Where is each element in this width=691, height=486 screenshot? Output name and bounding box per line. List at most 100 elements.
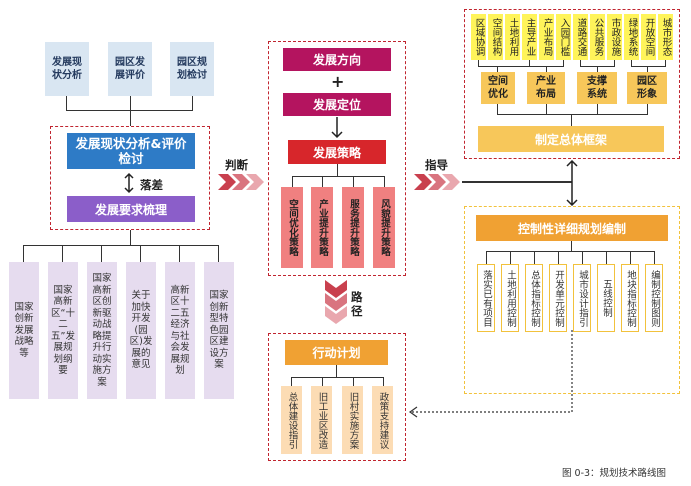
top-box-label: 发展现状分析 xyxy=(52,57,82,81)
detail-item: 编制控制图则 xyxy=(645,264,663,332)
action-box: 行动计划 xyxy=(285,340,388,365)
positioning-box: 发展定位 xyxy=(283,93,391,116)
requirement-box-label: 发展要求梳理 xyxy=(94,202,167,217)
action-item: 旧工业区改造 xyxy=(311,386,332,454)
requirement-box: 发展要求梳理 xyxy=(67,196,195,222)
factor-item-label: 主导产业 xyxy=(524,18,536,56)
source-box: 国家高新区“十二五”发展规划纲要 xyxy=(48,262,78,399)
factor-item: 区域协调 xyxy=(471,14,486,60)
guide-chevron-arrow-icon xyxy=(414,174,462,190)
framework-label: 制定总体框架 xyxy=(534,132,607,147)
positioning-label: 发展定位 xyxy=(312,98,361,112)
source-box: 国家高新区创新驱动战略提升行动实施方案 xyxy=(87,262,117,399)
source-label: 国家高新区“十二五”发展规划纲要 xyxy=(51,284,75,377)
factor-item: 市政设施 xyxy=(607,14,622,60)
detail-item-label: 地块指标控制 xyxy=(625,269,636,327)
strategy-item-label: 产业提升策略 xyxy=(317,199,328,256)
plus-sign: + xyxy=(331,72,345,91)
strategy-item: 风貌提升策略 xyxy=(373,187,395,268)
factor-item: 入园门槛 xyxy=(556,14,571,60)
action-item-label: 旧村实施方案 xyxy=(347,391,359,449)
detailed-plan-box: 控制性详细规划编制 xyxy=(476,215,668,241)
group-box-image: 园区形象 xyxy=(627,72,667,104)
gap-label: 落差 xyxy=(140,178,163,192)
detail-item: 落实已有项目 xyxy=(477,264,495,332)
group-label: 支撑系统 xyxy=(587,76,607,100)
strategy-label: 发展策略 xyxy=(312,145,361,160)
factor-item-label: 绿地系统 xyxy=(626,18,638,56)
detail-item: 五线控制 xyxy=(597,264,615,332)
framework-box: 制定总体框架 xyxy=(478,126,664,152)
source-box: 国家创新型特色园区建设方案 xyxy=(204,262,234,399)
action-group-frame xyxy=(268,333,406,461)
factor-item: 主导产业 xyxy=(522,14,537,60)
strategy-group-frame xyxy=(268,41,406,276)
group-box-space: 空间优化 xyxy=(481,72,515,104)
detailed-plan-label: 控制性详细规划编制 xyxy=(517,221,626,236)
factor-item-label: 空间结构 xyxy=(490,18,502,56)
action-item-label: 政策支持建议 xyxy=(377,391,389,449)
detail-item: 地块指标控制 xyxy=(621,264,639,332)
factor-item-label: 公共服务 xyxy=(592,18,604,56)
feedback-dotted-arrow-icon xyxy=(404,330,574,420)
gap-double-arrow-icon xyxy=(122,172,136,194)
analysis-box-label: 发展现状分析&评价检讨 xyxy=(75,136,187,166)
source-label: 国家创新型特色园区建设方案 xyxy=(209,290,229,371)
path-label: 路径 xyxy=(351,290,365,318)
action-item: 旧村实施方案 xyxy=(342,386,363,454)
factor-item: 公共服务 xyxy=(590,14,605,60)
action-item-label: 旧工业区改造 xyxy=(316,391,328,449)
direction-label: 发展方向 xyxy=(312,53,361,67)
factor-item: 开放空间 xyxy=(641,14,656,60)
source-box: 国家创新发展战略等 xyxy=(9,262,39,399)
source-label: 关于加快开发(园区)发展的意见 xyxy=(129,290,153,371)
source-box: 关于加快开发(园区)发展的意见 xyxy=(126,262,156,399)
detail-item: 城市设计指引 xyxy=(573,264,591,332)
strategy-box: 发展策略 xyxy=(288,140,386,164)
judge-label: 判断 xyxy=(225,158,248,172)
group-box-support: 支撑系统 xyxy=(577,72,617,104)
top-box-label: 园区规划检讨 xyxy=(177,57,207,81)
framework-group-frame xyxy=(464,9,680,159)
strategy-item-label: 风貌提升策略 xyxy=(379,199,390,256)
detailed-group-frame xyxy=(464,206,680,394)
down-arrow-icon xyxy=(331,117,343,139)
group-label: 园区形象 xyxy=(637,76,657,100)
up-down-arrow-icon xyxy=(566,159,578,207)
strategy-item: 服务提升策略 xyxy=(342,187,364,268)
detail-item: 总体指标控制 xyxy=(525,264,543,332)
group-label: 空间优化 xyxy=(488,76,508,100)
path-label-text: 路径 xyxy=(351,290,363,318)
group-box-industry: 产业布局 xyxy=(527,72,565,104)
factor-item: 道路交通 xyxy=(573,14,588,60)
factor-item: 产业布局 xyxy=(539,14,554,60)
factor-item-label: 开放空间 xyxy=(643,18,655,56)
factor-item-label: 入园门槛 xyxy=(558,18,570,56)
top-box-plan-review: 园区规划检讨 xyxy=(170,42,214,96)
action-item-label: 总体建设指引 xyxy=(286,391,298,449)
factor-item-label: 道路交通 xyxy=(575,18,587,56)
strategy-item: 产业提升策略 xyxy=(311,187,333,268)
factor-item: 土地利用 xyxy=(505,14,520,60)
strategy-item-label: 服务提升策略 xyxy=(348,199,359,256)
action-item: 政策支持建议 xyxy=(372,386,393,454)
source-label: 国家创新发展战略等 xyxy=(14,301,34,359)
detail-item-label: 编制控制图则 xyxy=(649,269,660,327)
source-box: 高新区十二五经济与社会发展规划 xyxy=(165,262,195,399)
guide-label: 指导 xyxy=(425,158,448,172)
top-box-status-analysis: 发展现状分析 xyxy=(45,42,89,96)
factor-item: 空间结构 xyxy=(488,14,503,60)
factor-item: 城市形态 xyxy=(658,14,673,60)
detail-item-label: 土地利用控制 xyxy=(505,269,516,327)
judge-chevron-arrow-icon xyxy=(218,174,266,190)
detail-item-label: 城市设计指引 xyxy=(577,269,588,327)
factor-item: 绿地系统 xyxy=(624,14,639,60)
top-box-label: 园区发展评价 xyxy=(115,57,145,81)
group-label: 产业布局 xyxy=(536,76,556,100)
source-label: 高新区十二五经济与社会发展规划 xyxy=(170,284,190,377)
detail-item-label: 五线控制 xyxy=(601,279,612,317)
factor-item-label: 土地利用 xyxy=(507,18,519,56)
detail-item: 土地利用控制 xyxy=(501,264,519,332)
detail-item-label: 开发单元控制 xyxy=(553,269,564,327)
factor-item-label: 城市形态 xyxy=(660,18,672,56)
